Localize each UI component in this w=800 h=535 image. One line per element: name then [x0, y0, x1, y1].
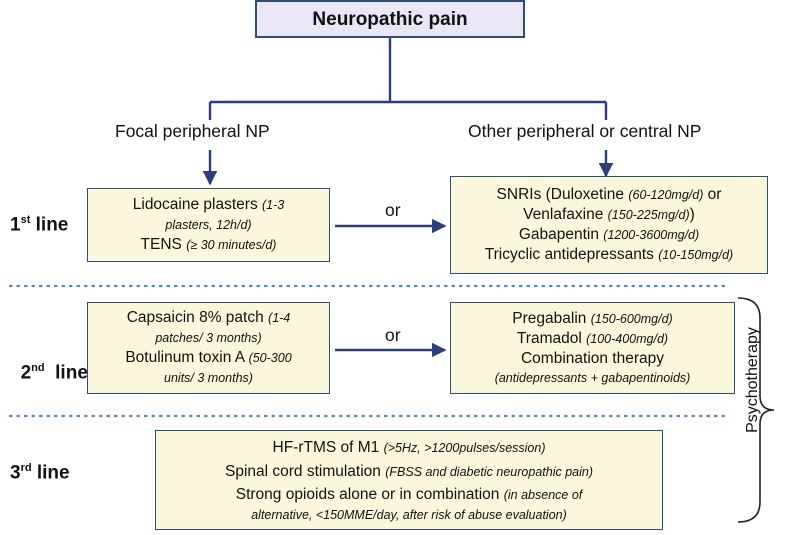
second-line-label: 2nd line: [20, 362, 88, 384]
title-box: Neuropathic pain: [255, 0, 525, 38]
branch-other-peripheral-central: Other peripheral or central NP: [468, 121, 702, 141]
lidocaine-line: Lidocaine plasters (1-3: [132, 196, 285, 213]
second-line-focal-box: Capsaicin 8% patch (1-4 patches/ 3 month…: [87, 302, 330, 394]
opioids-line: Strong opioids alone or in combination (…: [235, 486, 583, 503]
capsaicin-line: Capsaicin 8% patch (1-4: [126, 309, 291, 326]
snri-line: SNRIs (Duloxetine (60-120mg/d) or: [496, 186, 722, 203]
first-line-label: 1st line: [10, 214, 69, 236]
third-line-box: HF-rTMS of M1 (>5Hz, >1200pulses/session…: [155, 430, 663, 530]
rtms-line: HF-rTMS of M1 (>5Hz, >1200pulses/session…: [272, 439, 546, 456]
tens-line: TENS (≥ 30 minutes/d): [140, 236, 277, 253]
branch-focal-peripheral: Focal peripheral NP: [115, 121, 270, 141]
botulinum-dose-line: units/ 3 months): [164, 371, 253, 385]
first-line-or-label: or: [385, 200, 401, 220]
psychotherapy-label: Psychotherapy: [744, 327, 761, 433]
botulinum-line: Botulinum toxin A (50-300: [125, 349, 292, 366]
capsaicin-dose-line: patches/ 3 months): [155, 331, 262, 345]
venlafaxine-line: Venlafaxine (150-225mg/d)): [523, 206, 695, 223]
combination-detail-line: (antidepressants + gabapentinoids): [494, 370, 691, 385]
first-line-focal-box: Lidocaine plasters (1-3 plasters, 12h/d)…: [87, 188, 330, 262]
first-line-other-box: SNRIs (Duloxetine (60-120mg/d) or Venlaf…: [450, 176, 768, 274]
spinal-cord-line: Spinal cord stimulation (FBSS and diabet…: [224, 463, 593, 480]
page-title: Neuropathic pain: [312, 8, 468, 30]
pregabalin-line: Pregabalin (150-600mg/d): [512, 309, 673, 327]
third-line-label: 3rd line: [10, 462, 70, 484]
second-line-or-label: or: [385, 325, 401, 345]
gabapentin-line: Gabapentin (1200-3600mg/d): [518, 226, 700, 243]
lidocaine-dose-line: plasters, 12h/d): [165, 218, 252, 232]
combination-line: Combination therapy: [520, 349, 665, 367]
tramadol-line: Tramadol (100-400mg/d): [516, 329, 669, 347]
opioids-detail-line: alternative, <150MME/day, after risk of …: [251, 508, 567, 522]
second-line-other-box: Pregabalin (150-600mg/d) Tramadol (100-4…: [450, 302, 735, 394]
psychotherapy-brace: [737, 297, 775, 523]
tricyclic-line: Tricyclic antidepressants (10-150mg/d): [484, 246, 734, 263]
